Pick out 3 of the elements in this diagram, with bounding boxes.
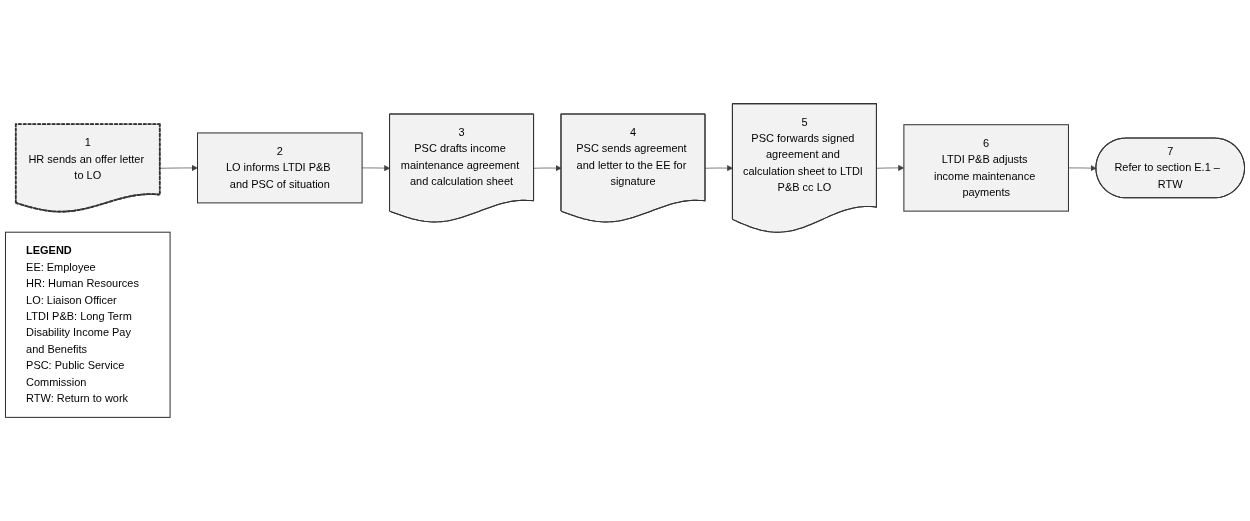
node-box — [4, 231, 171, 418]
node-box — [903, 124, 1069, 212]
node-box — [197, 132, 363, 204]
